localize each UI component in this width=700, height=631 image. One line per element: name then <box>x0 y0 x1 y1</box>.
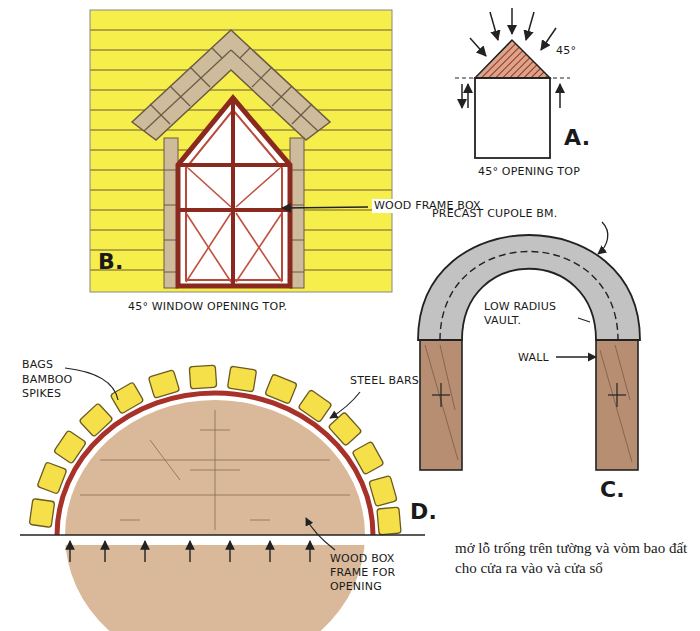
annotation-label: 45° <box>556 44 600 58</box>
annotation-label: 45° OPENING TOP <box>478 165 628 179</box>
annotation-label: B. <box>98 248 138 276</box>
annotation-label: LOW RADIUS VAULT. <box>484 300 576 328</box>
annotation-label: D. <box>410 498 444 526</box>
annotation-label: WALL <box>518 351 558 365</box>
annotation-label: WOOD BOX FRAME FOR OPENING <box>330 552 430 593</box>
annotation-label: STEEL BARS <box>350 374 450 388</box>
caption: mở lỗ trống trên tường và vòm bao đất ch… <box>455 538 690 579</box>
annotation-label: 45° WINDOW OPENING TOP. <box>128 300 388 314</box>
annotation-label: C. <box>600 476 634 504</box>
annotation-label: PRECAST CUPOLE BM. <box>432 207 632 221</box>
annotation-label: BAGS <box>22 358 82 372</box>
annotation-label: A. <box>564 124 604 152</box>
annotation-label: BAMBOO SPIKES <box>22 373 84 401</box>
